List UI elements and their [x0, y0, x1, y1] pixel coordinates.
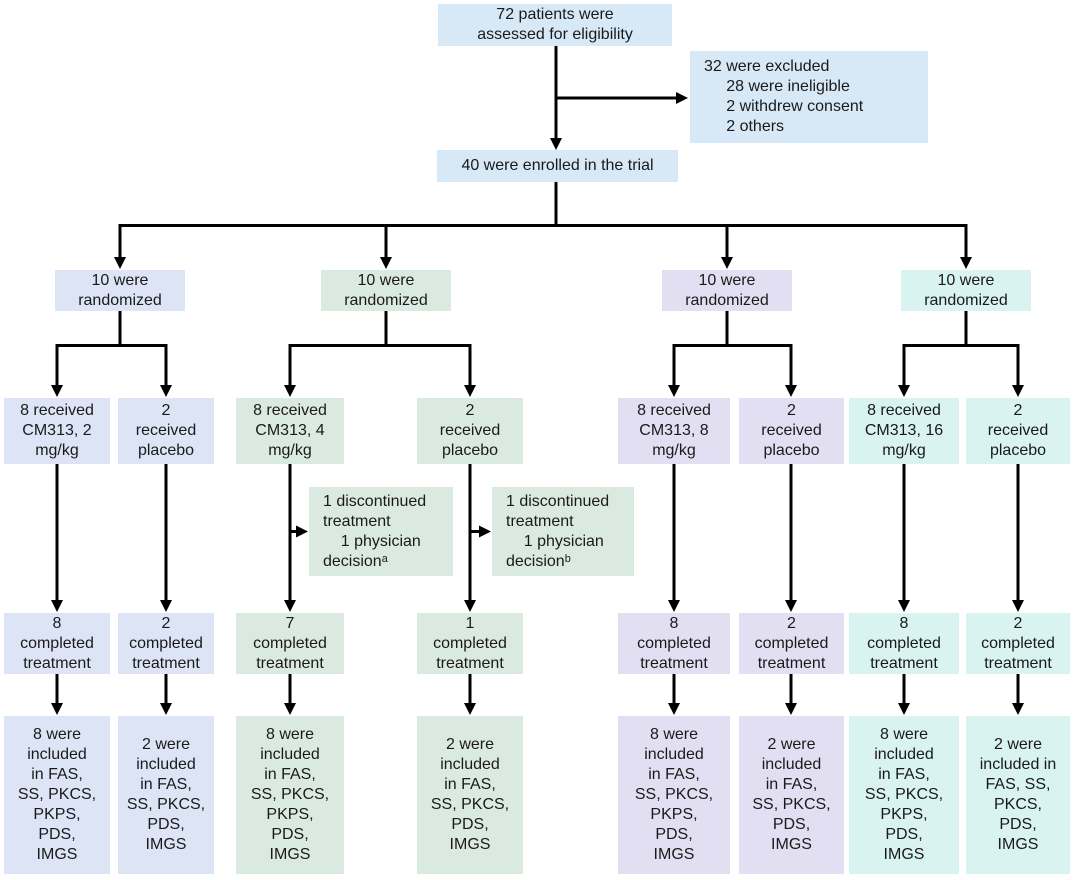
box-completed-col5: 8 completed treatment	[618, 613, 730, 674]
box-included-col6: 2 were included in FAS, SS, PKCS, PDS, I…	[739, 716, 844, 874]
box-randomized-arm3: 10 were randomized	[662, 270, 792, 311]
box-included-col1: 8 were included in FAS, SS, PKCS, PKPS, …	[4, 716, 110, 874]
box-randomized-arm2: 10 were randomized	[321, 270, 451, 311]
box-completed-col7: 8 completed treatment	[849, 613, 959, 674]
box-completed-col8: 2 completed treatment	[966, 613, 1070, 674]
box-completed-col3: 7 completed treatment	[236, 613, 344, 674]
box-received-col3: 8 received CM313, 4 mg/kg	[236, 398, 344, 464]
box-randomized-arm1: 10 were randomized	[55, 270, 185, 311]
box-received-col5: 8 received CM313, 8 mg/kg	[618, 398, 730, 464]
box-included-col7: 8 were included in FAS, SS, PKCS, PKPS, …	[849, 716, 959, 874]
box-completed-col2: 2 completed treatment	[118, 613, 214, 674]
box-completed-col6: 2 completed treatment	[739, 613, 844, 674]
box-discontinued-b: 1 discontinued treatment 1 physician dec…	[492, 487, 634, 576]
box-completed-col1: 8 completed treatment	[4, 613, 110, 674]
box-excluded: 32 were excluded 28 were ineligible 2 wi…	[690, 51, 928, 143]
box-included-col8: 2 were included in FAS, SS, PKCS, PDS, I…	[966, 716, 1070, 874]
box-discontinued-a: 1 discontinued treatment 1 physician dec…	[309, 487, 453, 576]
box-assessed-eligibility: 72 patients were assessed for eligibilit…	[438, 4, 672, 46]
box-randomized-arm4: 10 were randomized	[901, 270, 1031, 311]
box-enrolled: 40 were enrolled in the trial	[437, 150, 678, 182]
box-received-col1: 8 received CM313, 2 mg/kg	[4, 398, 110, 464]
box-completed-col4: 1 completed treatment	[417, 613, 523, 674]
box-received-col2: 2 received placebo	[118, 398, 214, 464]
box-included-col4: 2 were included in FAS, SS, PKCS, PDS, I…	[417, 716, 523, 874]
box-received-col6: 2 received placebo	[739, 398, 844, 464]
box-received-col8: 2 received placebo	[966, 398, 1070, 464]
box-received-col7: 8 received CM313, 16 mg/kg	[849, 398, 959, 464]
box-included-col2: 2 were included in FAS, SS, PKCS, PDS, I…	[118, 716, 214, 874]
box-included-col3: 8 were included in FAS, SS, PKCS, PKPS, …	[236, 716, 344, 874]
box-received-col4: 2 received placebo	[417, 398, 523, 464]
box-included-col5: 8 were included in FAS, SS, PKCS, PKPS, …	[618, 716, 730, 874]
